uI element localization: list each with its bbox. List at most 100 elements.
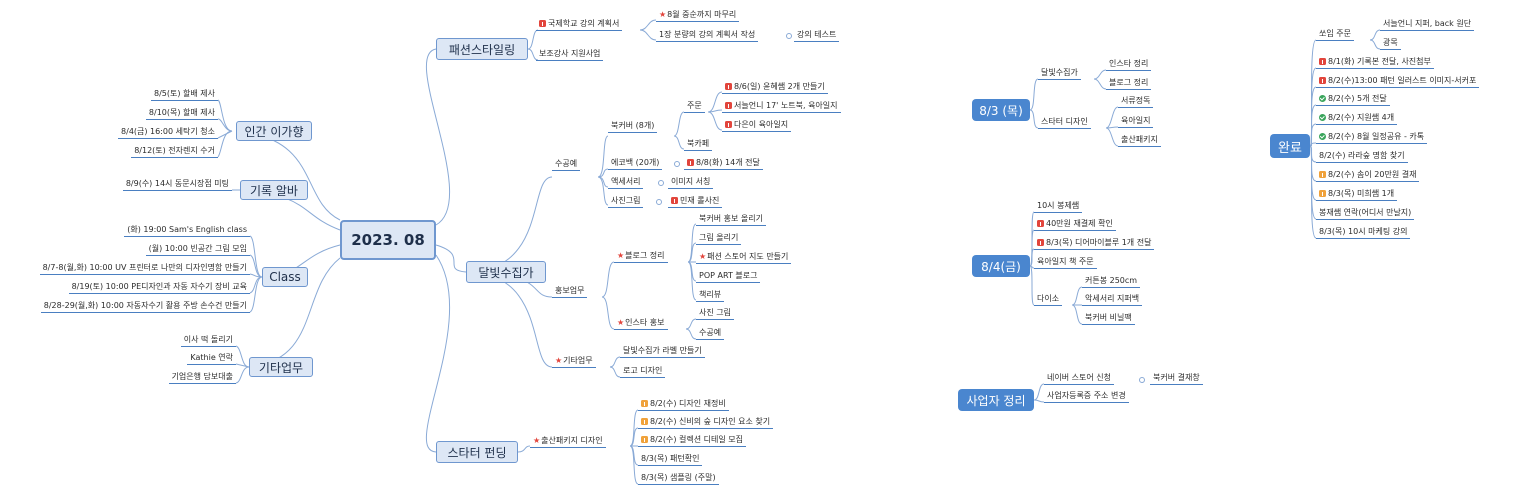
daiso-item[interactable]: 북커버 비닐팩 — [1082, 311, 1135, 325]
craft-ecobag[interactable]: 에코백 (20개) — [608, 156, 663, 170]
done-item[interactable]: 8/2(수) 지원쌤 4개 — [1316, 111, 1398, 125]
picture-item[interactable]: 민재 롤사진 — [668, 194, 723, 208]
done-item[interactable]: 8/2(수) 5개 전달 — [1316, 92, 1390, 106]
topic-fashion[interactable]: 패션스타일링 — [436, 38, 528, 60]
done-item[interactable]: 8/2(수) 라라숲 명함 찾기 — [1316, 149, 1408, 163]
fashion-assistant[interactable]: 보조강사 지원사업 — [536, 47, 604, 61]
daiso-item[interactable]: 커튼봉 250cm — [1082, 274, 1141, 288]
done-ssoim[interactable]: 쏘임 주문 — [1316, 27, 1354, 41]
other-item[interactable]: 기업은행 담보대출 — [168, 370, 236, 384]
collapse-toggle[interactable] — [786, 33, 792, 39]
promo-blog[interactable]: ★블로그 정리 — [614, 249, 668, 263]
biz-item[interactable]: 네이버 스토어 신청 — [1044, 371, 1114, 385]
topic-starter[interactable]: 스타터 펀딩 — [436, 441, 518, 463]
fashion-plan-sub[interactable]: 1장 분량의 강의 계획서 작성 — [656, 28, 759, 42]
starter-item[interactable]: 8/3(목) 샘플링 (주말) — [638, 471, 719, 485]
fashion-plan-test[interactable]: 강의 테스트 — [794, 28, 840, 42]
aug4-item[interactable]: 8/3(목) 디어마이블루 1개 전달 — [1034, 236, 1155, 250]
human-item[interactable]: 8/4(금) 16:00 세탁기 청소 — [118, 125, 218, 139]
craft-order[interactable]: 주문 — [684, 99, 705, 113]
aug3-starter-item[interactable]: 서류정독 — [1118, 94, 1154, 108]
order-item[interactable]: 8/6(일) 윤혜쌤 2개 만들기 — [722, 80, 828, 94]
starter-item[interactable]: 8/2(수) 컬렉션 디테일 모집 — [638, 433, 746, 447]
accessory-item[interactable]: 이미지 서칭 — [668, 175, 714, 189]
starter-item[interactable]: 8/2(수) 디자인 재정비 — [638, 397, 729, 411]
insta-item[interactable]: 사진 그림 — [696, 306, 734, 320]
other-item[interactable]: Kathie 연락 — [187, 351, 236, 365]
ecobag-item[interactable]: 8/8(화) 14개 전달 — [684, 156, 763, 170]
topic-other[interactable]: 기타업무 — [249, 357, 313, 377]
craft-picture[interactable]: 사진그림 — [608, 194, 644, 208]
done-item[interactable]: 8/2(수)13:00 패턴 일러스트 이미지-서커포 — [1316, 74, 1480, 88]
human-item[interactable]: 8/10(목) 할매 제사 — [145, 106, 218, 120]
other-item[interactable]: 이사 떡 돌리기 — [180, 333, 236, 347]
central-topic[interactable]: 2023. 08 — [340, 220, 436, 260]
done-item[interactable]: 8/3(목) 미희쌤 1개 — [1316, 187, 1398, 201]
aug3-starter[interactable]: 스타터 디자인 — [1038, 115, 1091, 129]
promo-label[interactable]: 홍보업무 — [552, 284, 588, 298]
blog-item[interactable]: 책리뷰 — [696, 288, 725, 302]
priority-2-icon — [1319, 171, 1326, 178]
blog-item[interactable]: ★패션 스토어 지도 만들기 — [696, 250, 792, 264]
etc-item[interactable]: 달빛수집가 라벨 만들기 — [620, 344, 705, 358]
collapse-toggle[interactable] — [658, 180, 664, 186]
etc-item[interactable]: 로고 디자인 — [620, 364, 666, 378]
done-item[interactable]: 8/2(수) 솜이 20만원 결재 — [1316, 168, 1420, 182]
done-item[interactable]: 8/2(수) 8월 일정공유 - 카톡 — [1316, 130, 1428, 144]
biz-item-child[interactable]: 북커버 결재창 — [1150, 371, 1203, 385]
blog-item[interactable]: 그림 올리기 — [696, 231, 742, 245]
craft-bookcover[interactable]: 북커버 (8개) — [608, 119, 658, 133]
craft-accessory[interactable]: 액세서리 — [608, 175, 644, 189]
etc-label[interactable]: ★기타업무 — [552, 354, 596, 368]
floating-topic-business[interactable]: 사업자 정리 — [958, 389, 1034, 411]
ssoim-item[interactable]: 광목 — [1380, 36, 1401, 50]
promo-insta[interactable]: ★인스타 홍보 — [614, 316, 668, 330]
floating-topic-done[interactable]: 완료 — [1270, 134, 1310, 158]
topic-human[interactable]: 인간 이가향 — [236, 121, 312, 141]
class-item[interactable]: (화) 19:00 Sam's English class — [124, 223, 250, 237]
aug4-item[interactable]: 10시 봉제쌤 — [1034, 199, 1083, 213]
craft-label[interactable]: 수공예 — [552, 157, 581, 171]
record-item[interactable]: 8/9(수) 14시 동문시장점 미팅 — [122, 177, 232, 191]
collapse-toggle[interactable] — [1139, 377, 1145, 383]
order-item[interactable]: 다은이 육아일지 — [722, 118, 792, 132]
topic-record[interactable]: 기록 알바 — [240, 180, 308, 200]
insta-item[interactable]: 수공예 — [696, 326, 725, 340]
human-item[interactable]: 8/5(토) 할배 제사 — [150, 87, 218, 101]
starter-item[interactable]: 8/3(목) 패턴확인 — [638, 452, 703, 466]
blog-item[interactable]: POP ART 블로그 — [696, 269, 761, 283]
aug3-moon-item[interactable]: 인스타 정리 — [1106, 57, 1152, 71]
starter-kit[interactable]: ★출산패키지 디자인 — [530, 434, 606, 448]
done-item[interactable]: 봉재쌤 연락(어디서 만날지) — [1316, 206, 1415, 220]
daiso-item[interactable]: 악세서리 지퍼백 — [1082, 292, 1143, 306]
order-item[interactable]: 서늘언니 17' 노트북, 육아일지 — [722, 99, 841, 113]
aug3-moon-item[interactable]: 블로그 정리 — [1106, 76, 1152, 90]
ssoim-item[interactable]: 서늘언니 지퍼, back 원단 — [1380, 17, 1475, 31]
fashion-plan[interactable]: 국제학교 강의 계획서 — [536, 17, 623, 31]
aug4-item[interactable]: 육아일지 책 주문 — [1034, 255, 1097, 269]
aug3-starter-item[interactable]: 육아일지 — [1118, 114, 1154, 128]
class-item[interactable]: 8/19(토) 10:00 PE디자인과 자동 자수기 장비 교육 — [68, 280, 250, 294]
aug4-daiso[interactable]: 다이소 — [1034, 292, 1063, 306]
priority-2-icon — [641, 436, 648, 443]
done-item[interactable]: 8/1(화) 기록본 전달, 사진첨부 — [1316, 55, 1434, 69]
aug4-item[interactable]: 40만원 재결제 확인 — [1034, 217, 1116, 231]
floating-topic-aug4[interactable]: 8/4(금) — [972, 255, 1030, 277]
topic-class[interactable]: Class — [262, 267, 308, 287]
class-item[interactable]: 8/28-29(월,화) 10:00 자동자수기 활용 주방 손수건 만들기 — [40, 299, 250, 313]
collapse-toggle[interactable] — [674, 161, 680, 167]
collapse-toggle[interactable] — [656, 199, 662, 205]
floating-topic-aug3[interactable]: 8/3 (목) — [972, 99, 1030, 121]
class-item[interactable]: 8/7-8(월,화) 10:00 UV 프린터로 나만의 디자인명함 만들기 — [39, 261, 250, 275]
topic-moon[interactable]: 달빛수집가 — [466, 261, 546, 283]
class-item[interactable]: (월) 10:00 빈공간 그림 모임 — [145, 242, 250, 256]
craft-bookcafe[interactable]: 북카페 — [684, 137, 713, 151]
done-item[interactable]: 8/3(목) 10시 마케팅 강의 — [1316, 225, 1411, 239]
aug3-starter-item[interactable]: 출산패키지 — [1118, 133, 1161, 147]
aug3-moon[interactable]: 달빛수집가 — [1038, 66, 1081, 80]
biz-item[interactable]: 사업자등록증 주소 변경 — [1044, 389, 1129, 403]
fashion-plan-sub[interactable]: ★8월 중순까지 마무리 — [656, 8, 740, 22]
blog-item[interactable]: 북커버 홍보 올리기 — [696, 212, 766, 226]
human-item[interactable]: 8/12(토) 전자렌지 수거 — [131, 144, 218, 158]
starter-item[interactable]: 8/2(수) 신비의 숲 디자인 요소 찾기 — [638, 415, 774, 429]
